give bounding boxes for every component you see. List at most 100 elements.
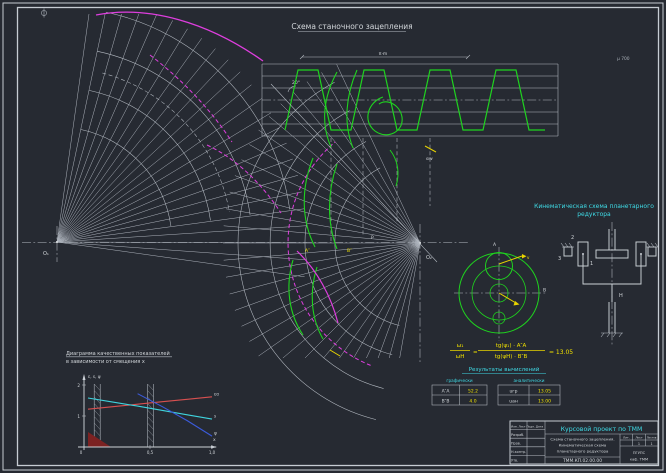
label-o1: О₁ bbox=[43, 251, 49, 257]
fan-line bbox=[56, 71, 241, 243]
hatch-line bbox=[94, 429, 101, 437]
project-title: Курсовой проект по ТММ bbox=[561, 425, 643, 433]
involute-curve bbox=[95, 11, 264, 62]
construction-arc bbox=[237, 82, 377, 420]
label-v: v bbox=[527, 255, 530, 260]
ratio-formula: ω₁ ωН = tg(ψ₁) · А″А tg(ψН) · В″В = 13.0… bbox=[450, 343, 573, 360]
fan-line bbox=[241, 242, 421, 327]
results-table-left: А″А 52.2 В″В 4.0 bbox=[431, 384, 488, 406]
construction-arc bbox=[287, 141, 371, 366]
subject-line: планетарного редуктора bbox=[557, 448, 609, 453]
sheet-value: 1 bbox=[638, 442, 640, 446]
construction-arc bbox=[105, 11, 290, 210]
fan-line bbox=[377, 242, 421, 359]
sheet-label: Лист bbox=[635, 436, 643, 440]
tooth-flank bbox=[288, 259, 304, 336]
hatch-line bbox=[94, 422, 101, 430]
fan-line bbox=[56, 13, 106, 243]
fan-line bbox=[56, 59, 229, 243]
blocked-zone-strips bbox=[93, 383, 154, 447]
label-point-b: В bbox=[543, 288, 546, 294]
kinematic-title-2: редуктора bbox=[577, 211, 611, 218]
table-cell: А″А bbox=[442, 389, 451, 395]
construction-arc bbox=[89, 90, 211, 221]
y-axis-label: ε, s, ψ bbox=[88, 374, 101, 379]
page-title: Схема станочного зацепления bbox=[291, 22, 412, 31]
y-tick-label: 1 bbox=[77, 414, 80, 419]
fan-line bbox=[56, 13, 158, 243]
construction-arc bbox=[304, 141, 393, 355]
fan-line bbox=[56, 142, 287, 243]
table-left-heading: графически bbox=[446, 378, 473, 383]
label-gear-2: 2 bbox=[571, 235, 574, 241]
fan-line bbox=[366, 242, 421, 359]
lit-label: Лит. bbox=[623, 436, 630, 440]
fan-line bbox=[56, 208, 305, 243]
fan-line bbox=[56, 98, 262, 243]
quality-chart: Диаграмма качественных показателей в зав… bbox=[66, 350, 219, 455]
blocked-area bbox=[88, 432, 111, 447]
formula-den1: ωН bbox=[456, 354, 465, 360]
stamp-role: Пров. bbox=[511, 441, 521, 445]
fan-line bbox=[225, 242, 421, 278]
stamp-header: Изм. Лист Подп. Дата bbox=[511, 424, 543, 428]
fan-line bbox=[56, 127, 280, 243]
tooth-flank bbox=[328, 163, 338, 250]
kinematic-title-1: Кинематическая схема планетарного bbox=[534, 203, 654, 210]
fan-line bbox=[56, 48, 216, 243]
planet-circle bbox=[485, 252, 513, 280]
table-cell: 13.05 bbox=[538, 389, 551, 395]
rack-tooth-profile bbox=[284, 69, 545, 131]
construction-arc bbox=[334, 167, 400, 326]
fan-line bbox=[56, 13, 122, 243]
dashed-arc-left bbox=[102, 72, 230, 212]
fan-line bbox=[399, 242, 421, 359]
fan-line bbox=[56, 241, 305, 278]
velocity-vector bbox=[498, 255, 523, 265]
fan-line bbox=[293, 91, 421, 244]
fan-line bbox=[339, 242, 421, 359]
subject-line: Кинематическая схема bbox=[559, 442, 607, 447]
formula-den2: tg(ψН) · В″В bbox=[495, 354, 528, 360]
fan-line bbox=[304, 242, 421, 359]
fan-line bbox=[56, 38, 203, 243]
hatch-line bbox=[147, 435, 154, 443]
tooth-flank bbox=[346, 69, 358, 149]
tooth-loop bbox=[367, 96, 403, 136]
fan-line bbox=[229, 191, 421, 244]
label-o2: О₂ bbox=[426, 255, 432, 261]
stamp-role: Утв. bbox=[511, 459, 518, 463]
pitch-circle bbox=[471, 265, 527, 321]
fan-line bbox=[282, 242, 421, 359]
label-p: P bbox=[371, 235, 374, 241]
center-o1 bbox=[55, 240, 59, 244]
x-axis-label: х bbox=[213, 438, 216, 443]
tooth-flank bbox=[311, 266, 324, 340]
fan-line bbox=[268, 116, 421, 244]
chart-line-εα bbox=[87, 396, 213, 410]
table-cell: uан bbox=[509, 400, 518, 405]
fan-line bbox=[323, 242, 421, 359]
x-tick-label: 0 bbox=[80, 450, 83, 455]
y-axis-arrow-icon bbox=[82, 374, 86, 380]
fan-line bbox=[249, 242, 421, 342]
subject-line: Схема станочного зацепления. bbox=[550, 436, 614, 441]
doc-code: ТММ.КП.02.00.00 bbox=[562, 458, 602, 464]
hatch-line bbox=[147, 383, 154, 391]
fan-line bbox=[353, 242, 421, 359]
pin-circle bbox=[492, 311, 506, 325]
hatch-line bbox=[147, 422, 154, 430]
fan-line bbox=[56, 13, 90, 243]
label-a2: А″ bbox=[305, 248, 310, 254]
sun-circle bbox=[489, 283, 509, 303]
involute-curve bbox=[296, 250, 339, 324]
results-table-right: uгр 13.05 uан 13.00 bbox=[497, 384, 561, 406]
chart-series-label: s bbox=[214, 414, 216, 419]
velocity-vector bbox=[498, 292, 517, 304]
sun-gear bbox=[595, 249, 629, 259]
fan-line bbox=[56, 225, 307, 243]
x-tick-label: 0,5 bbox=[147, 450, 154, 455]
